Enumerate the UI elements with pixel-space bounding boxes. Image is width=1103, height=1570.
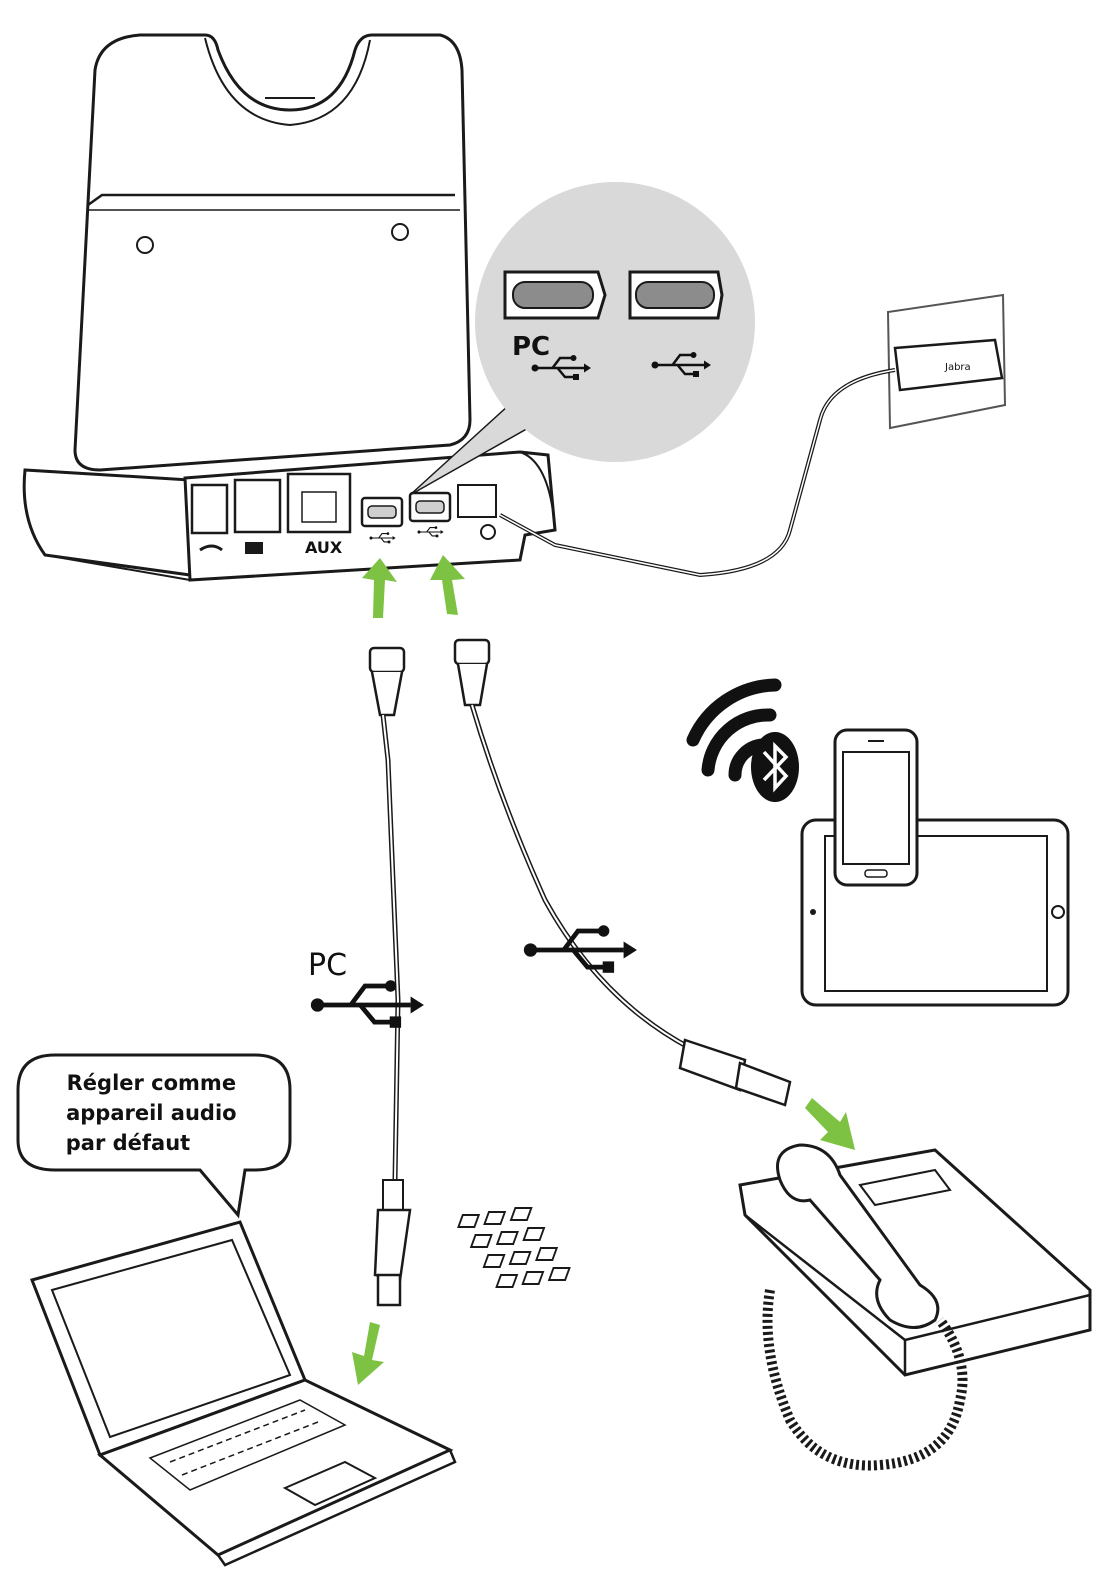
bubble-line-2: appareil audio	[66, 1101, 237, 1125]
usb-icon	[311, 980, 424, 1028]
aux-port-label: AUX	[305, 538, 343, 557]
usb-port-callout: PC	[409, 182, 755, 496]
svg-text:Régler comme appareil au: Régler comme appareil audio par défaut	[66, 1071, 244, 1155]
bluetooth-icon	[751, 732, 799, 802]
desk-phone	[457, 1143, 1092, 1471]
wall-charger: Jabra	[499, 293, 1007, 578]
smartphone	[833, 728, 919, 887]
green-arrow	[352, 1322, 384, 1385]
headset-base: AUX	[22, 33, 557, 582]
wireless-icon	[686, 678, 799, 802]
pc-usb-cable: PC	[308, 646, 424, 1307]
speech-bubble: Régler comme appareil audio par défaut	[16, 1053, 292, 1219]
bubble-line-1: Régler comme	[67, 1071, 236, 1095]
svg-text:Jabra: Jabra	[944, 362, 971, 373]
phone-usb-cable	[453, 638, 792, 1107]
pc-cable-label: PC	[308, 948, 347, 983]
green-arrow	[805, 1098, 855, 1150]
callout-pc-label: PC	[512, 332, 550, 362]
usb-icon	[524, 925, 637, 973]
laptop	[30, 1220, 457, 1567]
green-arrow	[362, 555, 465, 618]
bubble-line-3: par défaut	[66, 1131, 190, 1155]
